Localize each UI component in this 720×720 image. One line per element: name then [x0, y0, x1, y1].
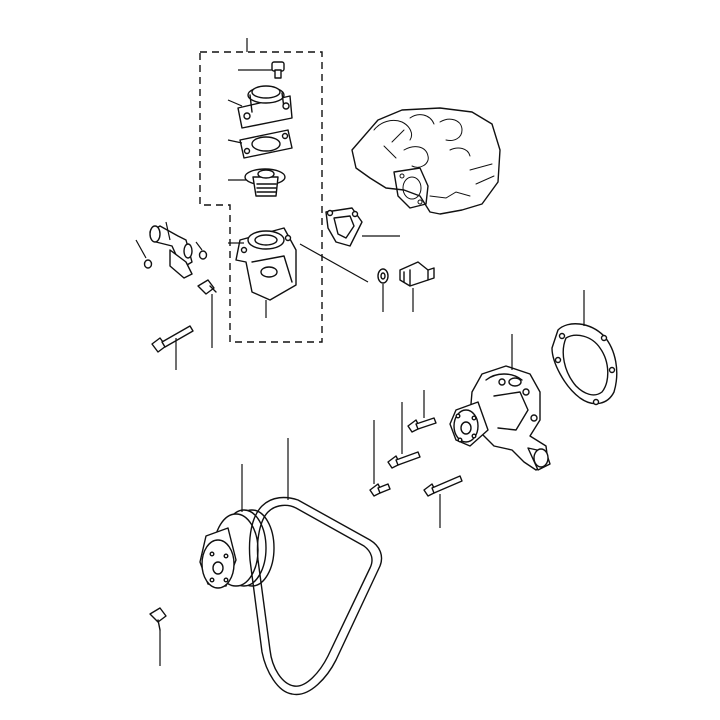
outlet-gasket	[325, 207, 400, 247]
thermostat-housing	[228, 227, 297, 318]
thermostat	[228, 168, 286, 197]
bypass-pipe	[149, 221, 193, 279]
thermostat-group-boundary	[199, 51, 323, 343]
water-pump-gasket	[551, 290, 618, 406]
sensor-washer	[377, 268, 389, 312]
small-bolt	[197, 279, 217, 348]
housing-to-washer-leader	[299, 243, 369, 283]
o-ring-left	[135, 239, 153, 269]
pump-bolt-2	[387, 402, 421, 469]
fan-pulley	[199, 464, 275, 589]
thermostat-cover	[227, 85, 293, 129]
long-bolt	[151, 325, 194, 370]
engine-block	[351, 107, 501, 215]
pump-bolt-4	[423, 475, 463, 528]
temperature-sender	[399, 261, 435, 312]
pump-bolt-1	[407, 390, 437, 433]
water-pump	[449, 334, 551, 471]
cover-bolt	[238, 61, 285, 79]
thermostat-gasket	[227, 129, 293, 159]
v-belt	[248, 438, 383, 696]
o-ring-right	[195, 241, 208, 260]
pump-bolt-3	[369, 420, 391, 497]
pulley-bolt	[149, 607, 167, 666]
